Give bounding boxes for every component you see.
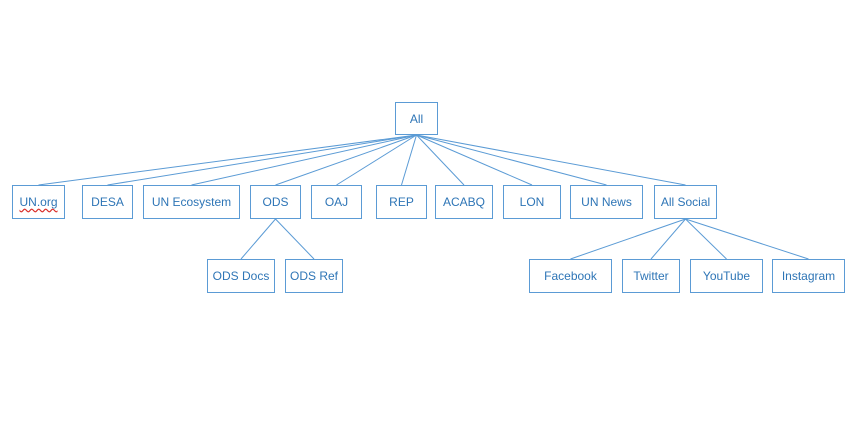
connector-all_social-to-instagram (685, 218, 809, 260)
node-all-social: All Social (654, 185, 717, 219)
node-facebook: Facebook (529, 259, 612, 293)
node-instagram: Instagram (772, 259, 845, 293)
node-ods: ODS (250, 185, 301, 219)
node-desa: DESA (82, 185, 133, 219)
connector-root-to-lon (416, 134, 533, 186)
connector-ods-to-ods_ref (275, 218, 315, 260)
connector-all_social-to-facebook (570, 218, 686, 260)
node-acabq: ACABQ (435, 185, 493, 219)
node-un-news: UN News (570, 185, 643, 219)
connector-root-to-ods (275, 134, 417, 186)
node-oaj: OAJ (311, 185, 362, 219)
node-youtube: YouTube (690, 259, 763, 293)
node-all: All (395, 102, 438, 135)
node-ods-ref: ODS Ref (285, 259, 343, 293)
connector-root-to-un_news (416, 134, 607, 186)
node-rep: REP (376, 185, 427, 219)
node-ods-docs: ODS Docs (207, 259, 275, 293)
node-twitter: Twitter (622, 259, 680, 293)
connector-root-to-un_ecosystem (191, 134, 417, 186)
connector-all_social-to-twitter (650, 218, 686, 260)
connector-root-to-acabq (416, 134, 465, 186)
node-un-ecosystem: UN Ecosystem (143, 185, 240, 219)
connector-root-to-oaj (336, 134, 417, 186)
connector-root-to-rep (401, 134, 417, 186)
connector-all_social-to-youtube (685, 218, 727, 260)
connector-ods-to-ods_docs (240, 218, 276, 260)
connector-root-to-desa (107, 134, 417, 186)
connector-root-to-all_social (416, 134, 686, 186)
node-lon: LON (503, 185, 561, 219)
connector-root-to-un_org (38, 134, 417, 186)
node-un-org: UN.org (12, 185, 65, 219)
